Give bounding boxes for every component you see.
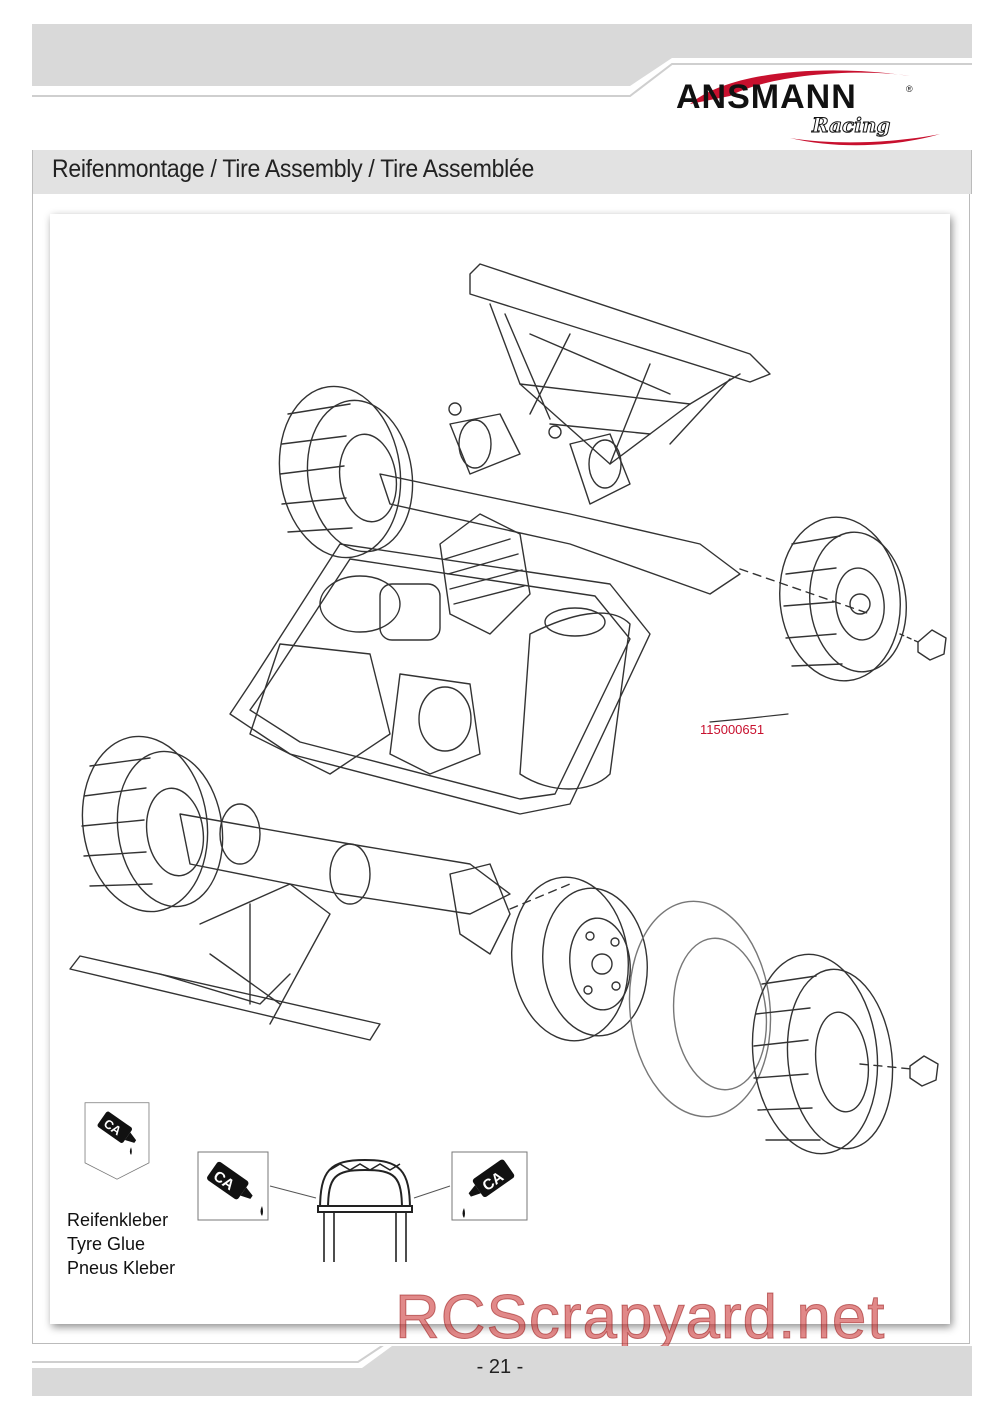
footer-band	[32, 1346, 972, 1396]
section-title: Reifenmontage / Tire Assembly / Tire Ass…	[52, 155, 535, 183]
page-number: - 21 -	[476, 1356, 524, 1378]
rear-bumper-frame	[469, 263, 771, 465]
tyre-glue-fr: Pneus Kleber	[67, 1258, 176, 1278]
radio-box	[249, 643, 481, 775]
chassis-plate	[229, 543, 651, 815]
part-number-label: 115000651	[700, 722, 765, 737]
engine	[319, 513, 531, 641]
watermark: RCScrapyard.net	[395, 1283, 886, 1353]
brand-sub: Racing	[811, 113, 890, 137]
exhaust-pipe	[519, 607, 631, 790]
wheel-nut-left-rear	[909, 1055, 939, 1087]
ca-bottle-left: CA	[197, 1151, 269, 1221]
rear-left-wheel	[278, 385, 414, 559]
tire-insert	[628, 900, 772, 1118]
registered-mark: ®	[906, 84, 913, 94]
section-title-bar	[32, 150, 972, 194]
tire	[751, 953, 894, 1155]
tire-bead-glue-detail: CA CA	[197, 1151, 528, 1262]
header-band	[32, 24, 972, 97]
part-leader-line	[709, 713, 789, 723]
chassis-exploded-drawing	[69, 263, 947, 1155]
diagram-panel	[50, 214, 950, 1324]
front-left-wheel	[81, 735, 224, 913]
front-bumper	[69, 883, 381, 1041]
ca-bottle-right: CA	[451, 1151, 528, 1221]
tyre-glue-en: Tyre Glue	[67, 1234, 146, 1254]
right-front-wheel	[739, 516, 947, 682]
ansmann-racing-logo: ANSMANN ® Racing	[676, 70, 940, 146]
front-suspension	[179, 803, 511, 955]
rim	[510, 876, 648, 1042]
brand-name: ANSMANN	[676, 78, 857, 116]
tyre-glue-legend: Reifenkleber Tyre Glue Pneus Kleber	[67, 1208, 175, 1280]
wheel-nut-right-front	[917, 629, 947, 661]
tyre-glue-callout: CA	[84, 1102, 150, 1180]
exploded-wheel-parts	[509, 876, 939, 1155]
rear-suspension	[379, 402, 741, 595]
content-frame	[32, 194, 970, 1344]
tire-cross-section	[317, 1158, 413, 1262]
glue-drop-icon	[129, 1147, 132, 1156]
tyre-glue-de: Reifenkleber	[67, 1210, 169, 1230]
